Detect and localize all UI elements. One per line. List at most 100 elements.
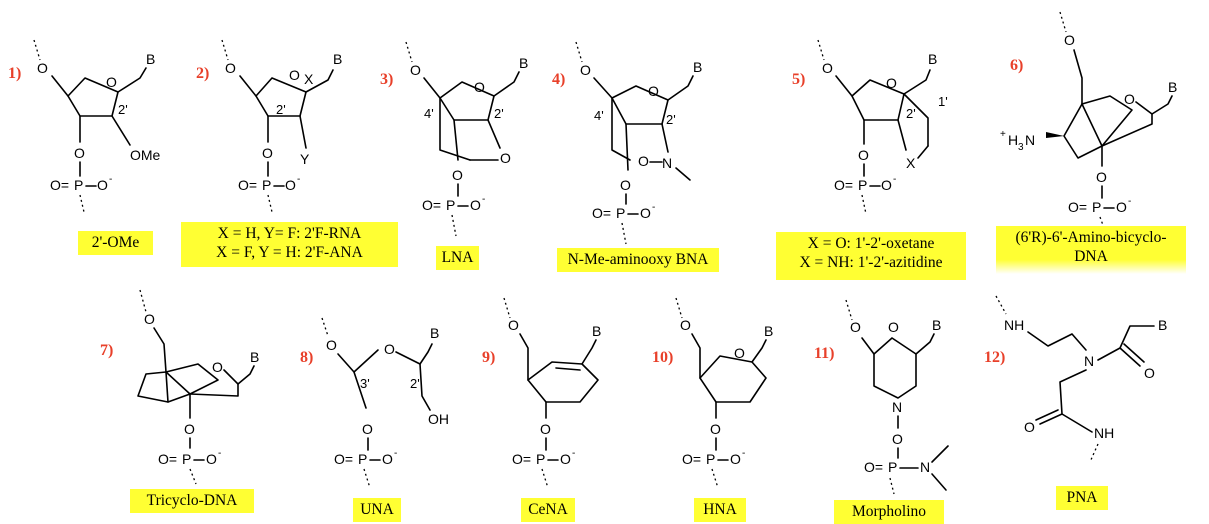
atom-x: X — [906, 155, 916, 171]
atom-o-minus: O — [470, 197, 481, 213]
subscript-3: 3 — [1018, 142, 1024, 153]
atom-o: O — [620, 177, 631, 193]
number-7: 7) — [100, 342, 113, 359]
structure-morpholino: 11) O O B N O O= P N — [814, 299, 949, 495]
atom-o: O — [144, 311, 155, 327]
atom-nh: NH — [1094, 425, 1114, 441]
atom-n: N — [892, 399, 902, 415]
atom-o: O — [822, 60, 833, 76]
atom-o: O — [648, 83, 659, 99]
atom-o-minus: O — [560, 451, 571, 467]
label-text: Tricyclo-DNA — [146, 492, 238, 509]
number-1: 1) — [8, 65, 21, 82]
label-2prime: 2' — [494, 106, 504, 121]
atom-o-minus: O — [206, 451, 217, 467]
label-text: LNA — [441, 249, 474, 266]
label-text: N-Me-aminooxy BNA — [567, 251, 709, 268]
label-cena: CeNA — [521, 498, 575, 522]
atom-o: O= — [238, 177, 257, 193]
atom-ome: OMe — [130, 147, 161, 163]
label-2prime: 2' — [118, 102, 128, 117]
structure-2f: 2) O O X B 2' Y O O= P O - — [196, 39, 342, 213]
atom-p: P — [262, 177, 271, 193]
atom-o: O — [474, 79, 485, 95]
label-text: Morpholino — [851, 503, 927, 520]
structure-2-ome: 1) O O B 2' OMe O O= P O - — [8, 39, 161, 213]
atom-o: O= — [334, 451, 353, 467]
label-una: UNA — [353, 498, 401, 522]
atom-o: O= — [834, 177, 853, 193]
label-text: DNA — [1074, 248, 1108, 265]
charge-minus: - — [109, 174, 112, 185]
atom-b: B — [250, 349, 259, 365]
atom-o: O= — [422, 197, 441, 213]
label-n-me-aminooxy-bna: N-Me-aminooxy BNA — [557, 248, 719, 272]
label-text: X = F, Y = H: 2'F-ANA — [216, 244, 363, 261]
label-tricyclo-dna: Tricyclo-DNA — [130, 489, 254, 513]
atom-o: O — [1096, 169, 1107, 185]
atom-o: O= — [592, 205, 611, 221]
atom-o: O — [638, 153, 649, 169]
number-11: 11) — [814, 345, 834, 362]
number-9: 9) — [482, 349, 495, 366]
atom-oh: OH — [428, 411, 449, 427]
charge-minus: - — [394, 448, 397, 459]
atom-o: O — [1144, 365, 1155, 381]
atom-o: O — [184, 421, 195, 437]
atom-b: B — [333, 51, 342, 67]
atom-o: O — [289, 67, 300, 83]
atom-b: B — [1158, 317, 1167, 333]
structure-n-me-aminooxy-bna: 4) O O B 4' 2' O N O O= P O - — [552, 41, 702, 245]
atom-b: B — [1168, 79, 1177, 95]
atom-o: O — [1124, 91, 1135, 107]
atom-b: B — [693, 59, 702, 75]
label-4prime: 4' — [424, 106, 434, 121]
label-pna: PNA — [1056, 486, 1108, 510]
atom-o: O — [1064, 32, 1075, 48]
atom-o: O — [508, 317, 519, 333]
label-text: X = NH: 1'-2'-azitidine — [799, 254, 943, 271]
label-text: CeNA — [528, 501, 568, 518]
label-text: UNA — [360, 501, 394, 518]
structure-hna: 10) O O B O O= P O - — [652, 297, 773, 489]
structure-lna: 3) O O B 4' 2' O O O= P O - — [380, 41, 528, 237]
charge-minus: - — [482, 194, 485, 205]
atom-o: O= — [682, 451, 701, 467]
atom-o: O= — [50, 177, 69, 193]
atom-o: O — [74, 145, 85, 161]
atom-o-minus: O — [640, 205, 651, 221]
atom-o-minus: O — [1116, 199, 1127, 215]
atom-b: B — [592, 323, 601, 339]
charge-minus: - — [297, 174, 300, 185]
label-text: (6'R)-6'-Amino-bicyclo- — [1015, 229, 1167, 246]
atom-p: P — [706, 451, 715, 467]
structure-cena: 9) O B O O= P O - — [482, 297, 601, 489]
atom-o-minus: O — [97, 177, 108, 193]
atom-o: O — [540, 421, 551, 437]
atom-o: O= — [512, 451, 531, 467]
atom-n: N — [920, 459, 930, 475]
atom-o: O= — [864, 459, 883, 475]
atom-o: O — [362, 421, 373, 437]
atom-o-minus: O — [730, 451, 741, 467]
structure-oxetane: 5) O O B 2' 1' X O O= P O - — [792, 39, 948, 215]
atom-n: N — [662, 155, 672, 171]
structure-amino-bicyclo-dna: 6) O O B + H 3 N O O= P O - — [1000, 11, 1177, 229]
number-5: 5) — [792, 71, 805, 88]
label-2prime: 2' — [410, 376, 420, 391]
atom-o: O — [734, 345, 745, 361]
atom-p: P — [74, 177, 83, 193]
atom-p: P — [446, 197, 455, 213]
charge-minus: - — [742, 448, 745, 459]
atom-o: O — [212, 359, 223, 375]
atom-b: B — [146, 51, 155, 67]
atom-p: P — [182, 451, 191, 467]
atom-o-minus: O — [382, 451, 393, 467]
charge-minus: - — [572, 448, 575, 459]
atom-o: O — [1024, 419, 1035, 435]
label-2prime: 2' — [666, 112, 676, 127]
atom-p: P — [536, 451, 545, 467]
atom-b: B — [932, 317, 941, 333]
